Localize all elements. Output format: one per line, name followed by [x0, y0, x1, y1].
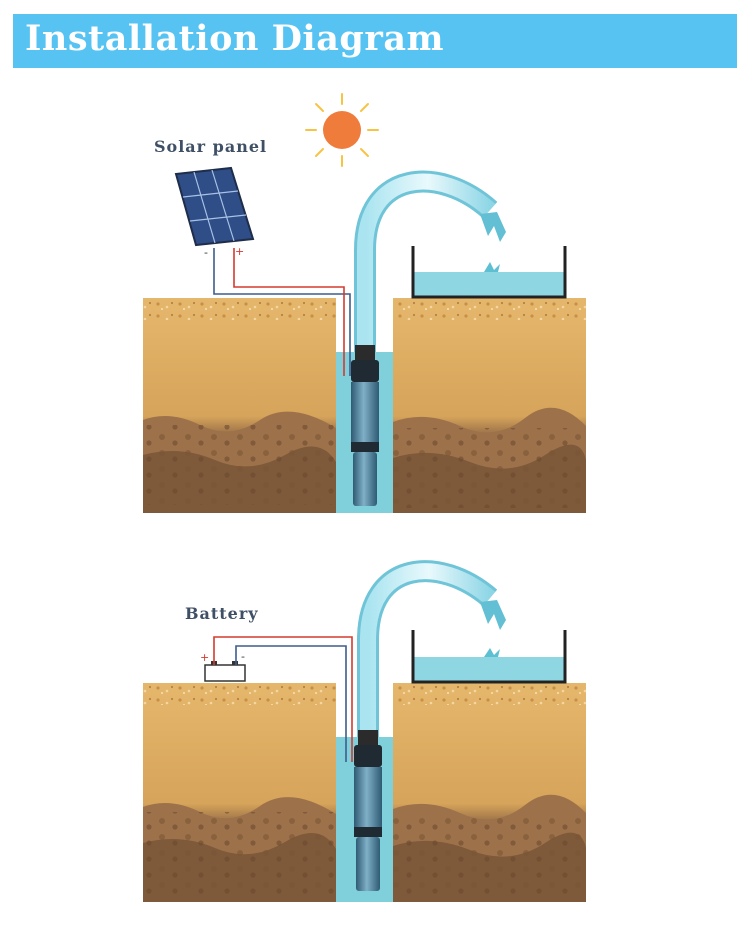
soil-left-2 — [143, 683, 336, 902]
soil-left — [143, 298, 336, 513]
solar-diagram: - + — [143, 93, 586, 513]
submersible-pump-2 — [354, 730, 382, 891]
soil-right-2 — [393, 683, 586, 902]
sun-icon — [305, 93, 379, 167]
solar-positive-sign: + — [235, 245, 244, 258]
battery-diagram: + - — [143, 560, 586, 902]
battery-label: Battery — [185, 604, 259, 623]
soil-right — [393, 298, 586, 513]
solar-panel-label: Solar panel — [154, 137, 268, 156]
water-spray — [480, 212, 506, 242]
battery-negative-sign: - — [241, 650, 245, 663]
water-spray-2 — [480, 600, 506, 630]
submersible-pump — [351, 345, 379, 506]
title-banner: Installation Diagram — [13, 14, 737, 68]
battery-positive-sign: + — [200, 651, 209, 664]
solar-panel-icon — [174, 166, 255, 247]
wire-positive-2 — [213, 636, 353, 762]
page-title: Installation Diagram — [25, 18, 445, 59]
water-tank — [411, 246, 567, 299]
wire-negative — [213, 248, 351, 376]
wire-negative-2 — [235, 645, 347, 762]
wire-positive — [233, 248, 345, 376]
battery-icon — [204, 661, 246, 682]
solar-negative-sign: - — [204, 246, 208, 259]
water-tank-2 — [411, 630, 567, 684]
